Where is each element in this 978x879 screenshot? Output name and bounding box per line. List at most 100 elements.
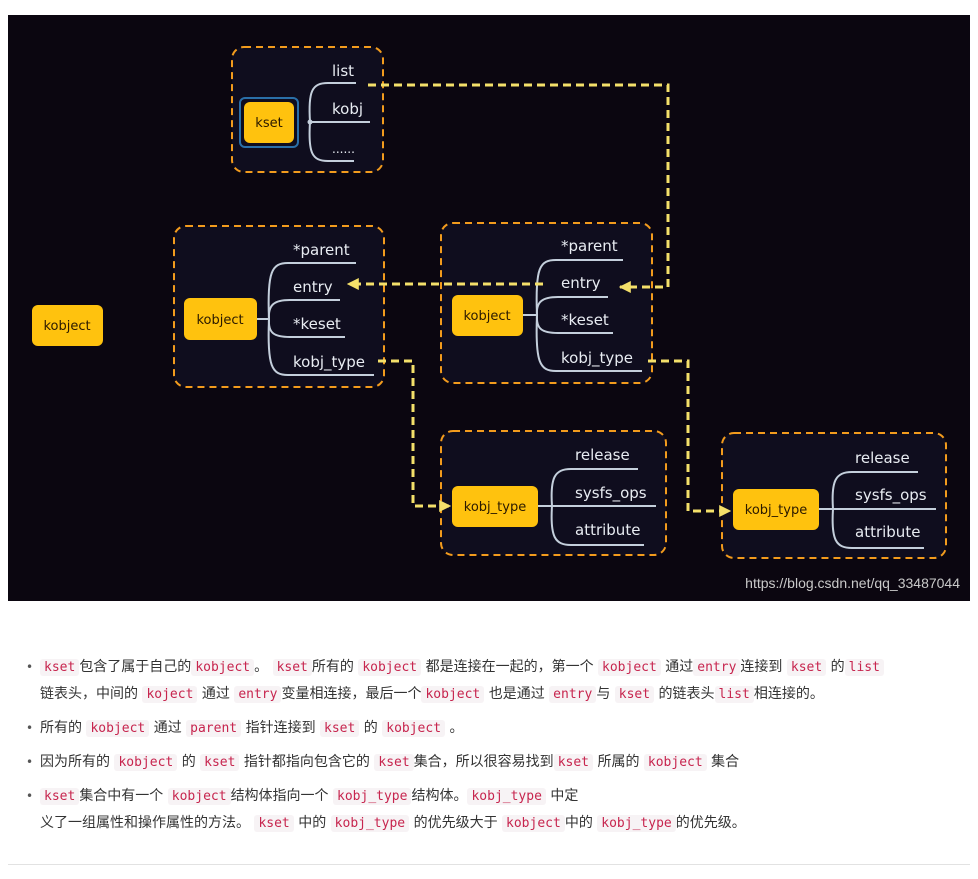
explanation-text: 集合	[706, 754, 740, 770]
explanation-text: 的	[826, 659, 845, 675]
right-kobject-branch-parent	[535, 259, 623, 316]
explanation-text: 与	[596, 686, 615, 702]
inline-code: kset	[254, 815, 294, 832]
connector-arrows	[346, 83, 732, 517]
kset-group: kset list kobj ......	[231, 46, 384, 173]
inline-code: parent	[186, 720, 242, 737]
inline-code: kobj_type	[330, 815, 410, 832]
inline-code: kset	[553, 754, 593, 771]
left-kobject-branch-parent	[267, 262, 356, 320]
inline-code: kobject	[191, 659, 255, 676]
inline-code: kobj_type	[467, 788, 546, 805]
left-kobject-field-keset: *keset	[293, 315, 341, 333]
arrow-left-kobj-type	[378, 359, 452, 512]
explanation-text: 指针都指向包含它的	[239, 754, 375, 770]
right-kobject-field-entry: entry	[561, 274, 601, 292]
right-kobject-frame	[440, 222, 653, 384]
inline-code: kset	[272, 659, 312, 676]
explanation-text: 集合，所以很容易找到	[413, 754, 554, 770]
left-kobject-branch-kobj-type	[267, 318, 374, 376]
left-kobject-field-entry: entry	[293, 278, 333, 296]
explanation-text: 都是连接在一起的，第一个	[421, 659, 599, 675]
inline-code: kobj_type	[333, 788, 412, 805]
left-kobject-frame	[173, 225, 385, 388]
explanation-text: 通过	[660, 659, 694, 675]
explanation-text: 的链表头	[654, 686, 715, 702]
arrow-kset-list-to-entry	[368, 83, 670, 293]
left-kobject-group: kobject *parent entry *keset kobj_type	[173, 225, 385, 388]
explanation-text: 通过	[197, 686, 235, 702]
inline-code: kobject	[114, 754, 178, 771]
left-kobj-type-branch-attribute	[550, 505, 644, 546]
explanation-text: 的优先级。	[675, 815, 746, 831]
inline-code: kset	[200, 754, 240, 771]
inline-code: kset	[40, 659, 80, 676]
inline-code: kobject	[358, 659, 422, 676]
explanation-text: 因为所有的	[40, 754, 115, 770]
left-kobject-field-kobj-type: kobj_type	[293, 353, 365, 372]
inline-code: entry	[234, 686, 282, 703]
left-kobject-branch-entry	[267, 299, 340, 320]
diagram-canvas: kset list kobj ...... kobject kobject *p…	[32, 46, 960, 591]
inline-code: kset	[614, 686, 655, 703]
explanation-item: 因为所有的 kobject 的 kset 指针都指向包含它的 kset集合，所以…	[24, 749, 968, 776]
right-kobject-field-keset: *keset	[561, 311, 609, 329]
kobject-standalone-label: kobject	[43, 319, 90, 334]
inline-code: kobject	[382, 720, 446, 737]
right-kobject-box	[452, 295, 523, 336]
inline-code: kobj_type	[597, 815, 676, 832]
explanation-text: 集合中有一个	[79, 788, 168, 804]
kset-selection-outline	[239, 97, 299, 148]
explanation-text: 相连接的。	[753, 686, 824, 702]
explanation-text: 通过	[149, 720, 187, 736]
kset-box	[244, 102, 294, 143]
left-kobj-type-group: kobj_type release sysfs_ops attribute	[440, 430, 667, 556]
inline-code: kobject	[167, 788, 231, 805]
kobject-standalone-box	[32, 305, 103, 346]
right-kobj-type-field-attribute: attribute	[855, 523, 920, 541]
explanation-text: 也是通过	[484, 686, 550, 702]
explanation-text: 所有的	[311, 659, 359, 675]
inline-code: kset	[374, 754, 414, 771]
right-kobj-type-field-sysfs-ops: sysfs_ops	[855, 486, 927, 505]
divider	[8, 864, 970, 865]
inline-code: kobject	[502, 815, 565, 832]
right-kobj-type-group: kobj_type release sysfs_ops attribute	[721, 432, 947, 559]
kset-branch-node	[307, 119, 313, 125]
explanation-text: 义了一组属性和操作属性的方法。	[40, 815, 255, 831]
right-kobject-branch-entry	[535, 296, 608, 316]
right-kobj-type-branch-release	[831, 471, 918, 510]
right-kobj-type-field-release: release	[855, 449, 910, 467]
inline-code: kset	[786, 659, 827, 676]
left-kobj-type-box	[452, 486, 538, 527]
explanation-text: 。	[445, 720, 464, 736]
inline-code: list	[844, 659, 884, 676]
explanation-text: 中的	[564, 815, 598, 831]
inline-code: koject	[142, 686, 198, 703]
left-kobj-type-field-release: release	[575, 446, 630, 464]
inline-code: kobject	[643, 754, 707, 771]
inline-code: entry	[549, 686, 597, 703]
kobject-kset-diagram: kset list kobj ...... kobject kobject *p…	[8, 15, 970, 601]
explanation-text: 中定	[545, 788, 579, 804]
explanation-text: 变量相连接，最后一个	[281, 686, 422, 702]
inline-code: entry	[693, 659, 741, 676]
inline-code: kset	[40, 788, 80, 805]
right-kobj-type-box	[733, 489, 819, 530]
kset-field-more: ......	[332, 142, 355, 156]
right-kobject-branch-kobj-type	[535, 314, 642, 372]
left-kobject-box	[184, 298, 257, 340]
explanation-text: 链表头，中间的	[40, 686, 143, 702]
explanation-item: 所有的 kobject 通过 parent 指针连接到 kset 的 kobje…	[24, 715, 968, 742]
left-kobject-field-parent: *parent	[293, 241, 350, 259]
explanation-text: 结构体指向一个	[230, 788, 334, 804]
kset-branch-more	[308, 121, 354, 162]
explanation-text: 指针连接到	[241, 720, 321, 736]
right-kobj-type-branch-attribute	[831, 508, 924, 549]
explanation-text: 的	[359, 720, 383, 736]
right-kobject-field-parent: *parent	[561, 237, 618, 255]
explanation-text: 的优先级大于	[409, 815, 503, 831]
inline-code: kobject	[598, 659, 661, 676]
